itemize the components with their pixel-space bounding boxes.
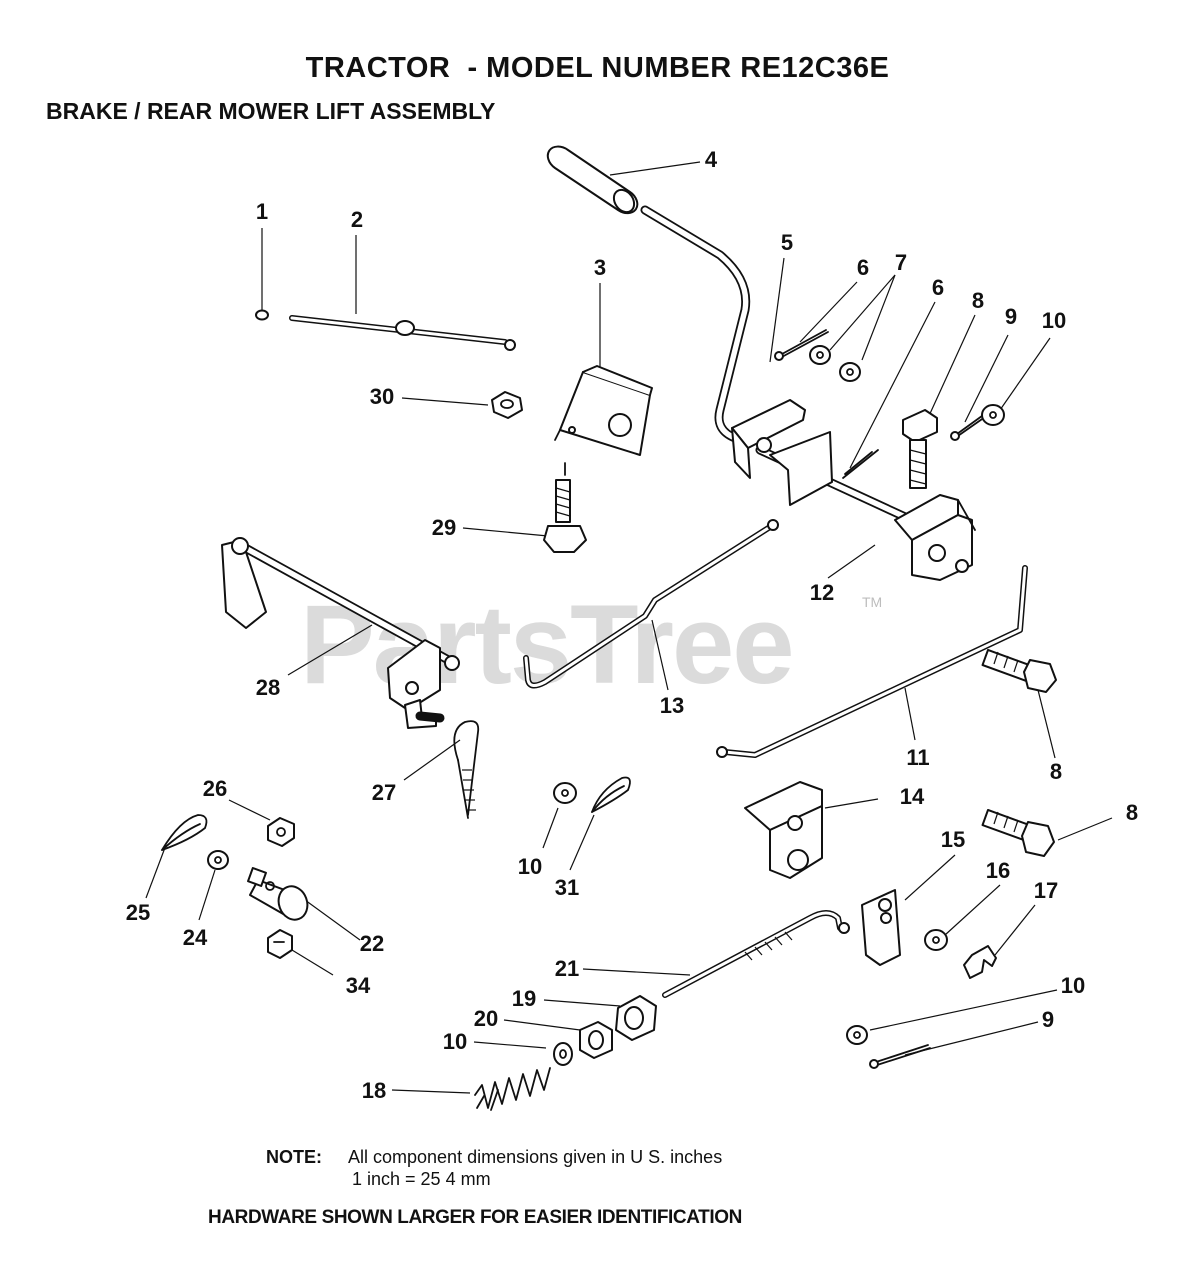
callout-7: 7 (894, 250, 908, 275)
part-7-washers (809, 345, 861, 382)
callout-12: 12 (809, 580, 835, 605)
callout-19: 19 (511, 986, 537, 1011)
callout-3: 3 (593, 255, 607, 280)
callout-10-middle: 10 (517, 854, 543, 879)
part-2-rod (289, 315, 516, 351)
part-20-nut (579, 1021, 613, 1059)
part-27-eye-bolt (453, 720, 480, 819)
diagram-title: TRACTOR - MODEL NUMBER RE12C36E (305, 52, 890, 84)
callout-34: 34 (345, 973, 371, 998)
note-line-1: All component dimensions given in U S. i… (348, 1147, 723, 1167)
part-8-bolt-middle (981, 649, 1057, 693)
part-30-hex-nut (491, 391, 523, 419)
callout-11: 11 (906, 745, 930, 770)
watermark-logo: PartsTree (300, 582, 795, 707)
part-18-spring (474, 1067, 551, 1111)
callout-4: 4 (704, 147, 718, 172)
part-4-grip (546, 145, 639, 215)
callout-1: 1 (255, 199, 269, 224)
callout-18: 18 (361, 1078, 387, 1103)
part-31-hairpin-clip (591, 776, 631, 813)
part-1-pin (255, 309, 269, 321)
callout-20: 20 (473, 1006, 499, 1031)
callout-14: 14 (899, 784, 925, 809)
part-9-cotter-pin-lower (869, 1044, 931, 1069)
callout-9-lower: 9 (1041, 1007, 1055, 1032)
callout-25: 25 (125, 900, 151, 925)
part-10-washer-lower-right (846, 1025, 868, 1045)
callout-8-upper: 8 (971, 288, 985, 313)
part-28-cross-shaft (221, 537, 460, 729)
callout-9-upper: 9 (1004, 304, 1018, 329)
callout-29: 29 (431, 515, 457, 540)
part-11-lift-rod (716, 565, 1028, 758)
callout-28: 28 (255, 675, 281, 700)
part-24-washer (207, 850, 229, 870)
part-10-washer-upper (981, 404, 1005, 426)
callout-10-upper: 10 (1041, 308, 1067, 333)
part-8-bolt-upper (902, 409, 938, 489)
part-3-bracket (554, 365, 653, 476)
callout-6-upper: 6 (856, 255, 870, 280)
part-29-bolt (543, 479, 587, 553)
part-26-nut (267, 817, 295, 847)
callout-6-lower: 6 (931, 275, 945, 300)
callout-10-lower-left: 10 (442, 1029, 468, 1054)
part-34-nut (267, 929, 293, 959)
hardware-note: HARDWARE SHOWN LARGER FOR EASIER IDENTIF… (208, 1207, 742, 1228)
part-15-plate (861, 889, 901, 966)
part-17-e-clip (963, 945, 997, 979)
part-10-washer-lower-left (553, 1042, 573, 1066)
callout-2: 2 (350, 207, 364, 232)
part-19-nut (615, 995, 657, 1041)
note-label: NOTE: (266, 1147, 322, 1167)
part-13-brake-rod (523, 519, 779, 689)
part-22-trunnion (247, 867, 309, 921)
note-line-2: 1 inch = 25 4 mm (352, 1169, 491, 1189)
callout-5: 5 (780, 230, 794, 255)
callout-16: 16 (985, 858, 1011, 883)
part-16-washer (924, 929, 948, 951)
watermark-trademark: TM (862, 594, 883, 610)
callout-31: 31 (554, 875, 580, 900)
part-6-cotter-pin-upper (774, 329, 829, 361)
part-5-pivot-bracket (731, 399, 833, 506)
callout-10-lower-right: 10 (1060, 973, 1086, 998)
part-12-end-bracket (894, 494, 976, 581)
callout-21: 21 (554, 956, 580, 981)
part-21-threaded-rod (662, 910, 850, 998)
callout-24: 24 (182, 925, 208, 950)
part-8-bolt-lower (981, 809, 1055, 857)
part-6-cotter-pin-lower (842, 449, 879, 479)
dimension-note: NOTE: All component dimensions given in U… (266, 1146, 722, 1190)
part-10-washer-middle (553, 782, 577, 804)
callout-15: 15 (940, 827, 966, 852)
diagram-subtitle: BRAKE / REAR MOWER LIFT ASSEMBLY (46, 98, 496, 124)
part-25-hairpin-clip (161, 814, 208, 851)
callout-13: 13 (659, 693, 685, 718)
callout-27: 27 (371, 780, 397, 805)
callout-8-lower: 8 (1125, 800, 1139, 825)
part-14-angle-bracket (744, 781, 823, 879)
part-5-lever-handle (640, 205, 751, 443)
callout-26: 26 (202, 776, 228, 801)
callout-8-middle: 8 (1049, 759, 1063, 784)
callout-22: 22 (359, 931, 385, 956)
callout-30: 30 (369, 384, 395, 409)
callout-17: 17 (1033, 878, 1059, 903)
